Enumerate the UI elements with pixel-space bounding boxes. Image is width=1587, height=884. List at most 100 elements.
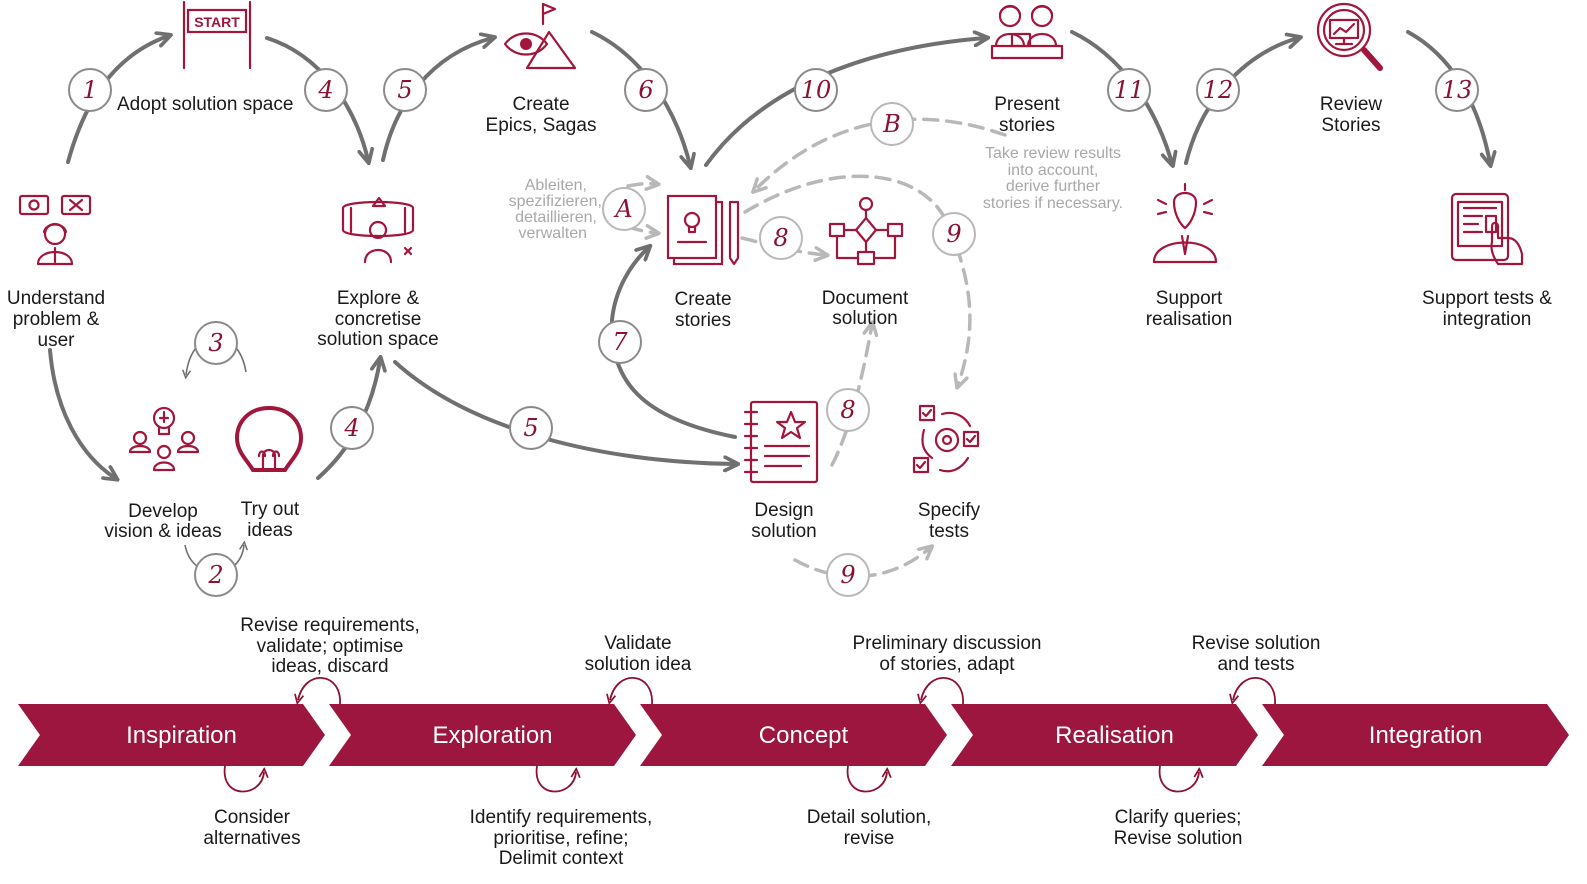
step-number: 4 [317,76,333,104]
explore-label-3: solution space [317,329,438,350]
support-tests-label-2: integration [1443,309,1532,330]
eye-mountain-flag-icon [503,2,577,70]
step-2-circle: 2 [194,553,238,597]
step-number: 10 [801,76,832,104]
inspiration-bottom-note-2: alternatives [203,828,300,849]
derive-note-3: detaillieren, [515,209,597,226]
stories-label-2: stories [675,310,731,331]
realisation-bottom-note-1: Clarify queries; [1115,807,1242,828]
step-5-circle: 5 [383,68,427,112]
document-label-1: Document [822,288,909,309]
concept-bottom-note-2: revise [844,828,895,849]
review-label-1: Review [1320,94,1383,115]
stage-chevron-inspiration: Inspiration [18,704,325,766]
stage-label: Integration [1369,722,1482,749]
step-10-circle: 10 [794,68,838,112]
stage-label: Inspiration [126,722,237,749]
step-3-circle: 3 [194,321,238,365]
presenters-icon [990,4,1064,60]
stage-label: Exploration [432,722,552,749]
support-real-label-1: Support [1156,288,1223,309]
step-number: 1 [82,76,97,104]
stage-chevron-concept: Concept [640,704,947,766]
step-number: 13 [1442,76,1473,104]
step-5-circle: 5 [509,406,553,450]
stage-loops [223,677,1276,793]
present-label-2: stories [999,115,1055,136]
review-note-3: derive further [1006,178,1101,195]
step-number: 8 [773,224,788,252]
realisation-bottom-note-2: Revise solution [1114,828,1243,849]
review-note-2: into account, [1008,162,1099,179]
step-11-circle: 11 [1107,68,1151,112]
vr-headset-icon [341,196,415,264]
support-tests-label-1: Support tests & [1422,288,1552,309]
derive-note-1: Ableiten, [525,177,587,194]
exploration-top-note-1: Revise requirements, [240,615,420,636]
step-number: 9 [840,561,855,589]
tryout-label-1: Try out [241,499,300,520]
develop-label-1: Develop [128,501,198,522]
step-number: A [613,195,632,223]
realisation-top-note-1: Preliminary discussion [852,633,1041,654]
review-note-1: Take review results [985,145,1121,162]
stage-chevron-exploration: Exploration [329,704,636,766]
specify-label-1: Specify [918,500,981,521]
start-flag-text: START [194,14,240,30]
step-1-circle: 1 [68,68,112,112]
concept-top-note-1: Validate [604,633,671,654]
understand-label-1: Understand [7,288,105,309]
review-label-2: Stories [1321,115,1380,136]
exploration-top-note-3: ideas, discard [271,656,388,677]
concept-bottom-note-1: Detail solution, [807,807,932,828]
realisation-top-note-2: of stories, adapt [879,654,1015,675]
step-9-circle: 9 [826,553,870,597]
checklist-gear-icon [912,404,980,474]
step-7-circle: 7 [598,320,642,364]
design-label-2: solution [751,521,817,542]
step-number: B [882,110,901,138]
idea-team-icon [128,406,200,472]
story-documents-icon [666,194,740,266]
design-label-1: Design [754,500,813,521]
support-real-label-2: realisation [1146,309,1233,330]
step-8-circle: 8 [759,216,803,260]
step-number: 3 [208,329,223,357]
start-banner-icon: START [182,0,252,70]
stage-label: Realisation [1055,722,1174,749]
magnifier-screen-icon [1316,2,1383,71]
step-number: 5 [397,76,412,104]
step-number: 5 [523,414,538,442]
step-number: 9 [946,220,961,248]
stage-chevron-integration: Integration [1262,704,1569,766]
tablet-touch-icon [1450,192,1524,266]
step-4-circle: 4 [304,68,348,112]
step-13-circle: 13 [1435,68,1479,112]
integration-top-note-2: and tests [1217,654,1294,675]
concept-top-note-2: solution idea [585,654,692,675]
step-number: 4 [343,414,359,442]
step-number: 11 [1114,76,1145,104]
understand-label-3: user [38,330,76,351]
step-4-circle: 4 [330,406,374,450]
grey-notes: Ableiten, spezifizieren, detaillieren, v… [509,145,1123,242]
step-6-circle: 6 [624,68,668,112]
specify-label-2: tests [929,521,969,542]
stage-chevrons: Inspiration Exploration Concept Realisation… [18,704,1569,766]
step-number: 2 [207,561,223,589]
step-b-circle: B [870,102,914,146]
exploration-bottom-note-1: Identify requirements, [470,807,653,828]
node-labels: Understand problem & user Adopt solution… [7,94,1552,542]
explore-label-1: Explore & [337,288,420,309]
derive-note-2: spezifizieren, [509,193,602,210]
step-number: 12 [1203,76,1234,104]
lightbulb-icon [234,405,304,472]
step-number: 8 [840,396,855,424]
explore-label-2: concretise [335,309,422,330]
understand-label-2: problem & [13,309,100,330]
exploration-bottom-note-3: Delimit context [499,848,624,869]
chat-person-icon [18,194,92,266]
adopt-label: Adopt solution space [117,94,293,115]
